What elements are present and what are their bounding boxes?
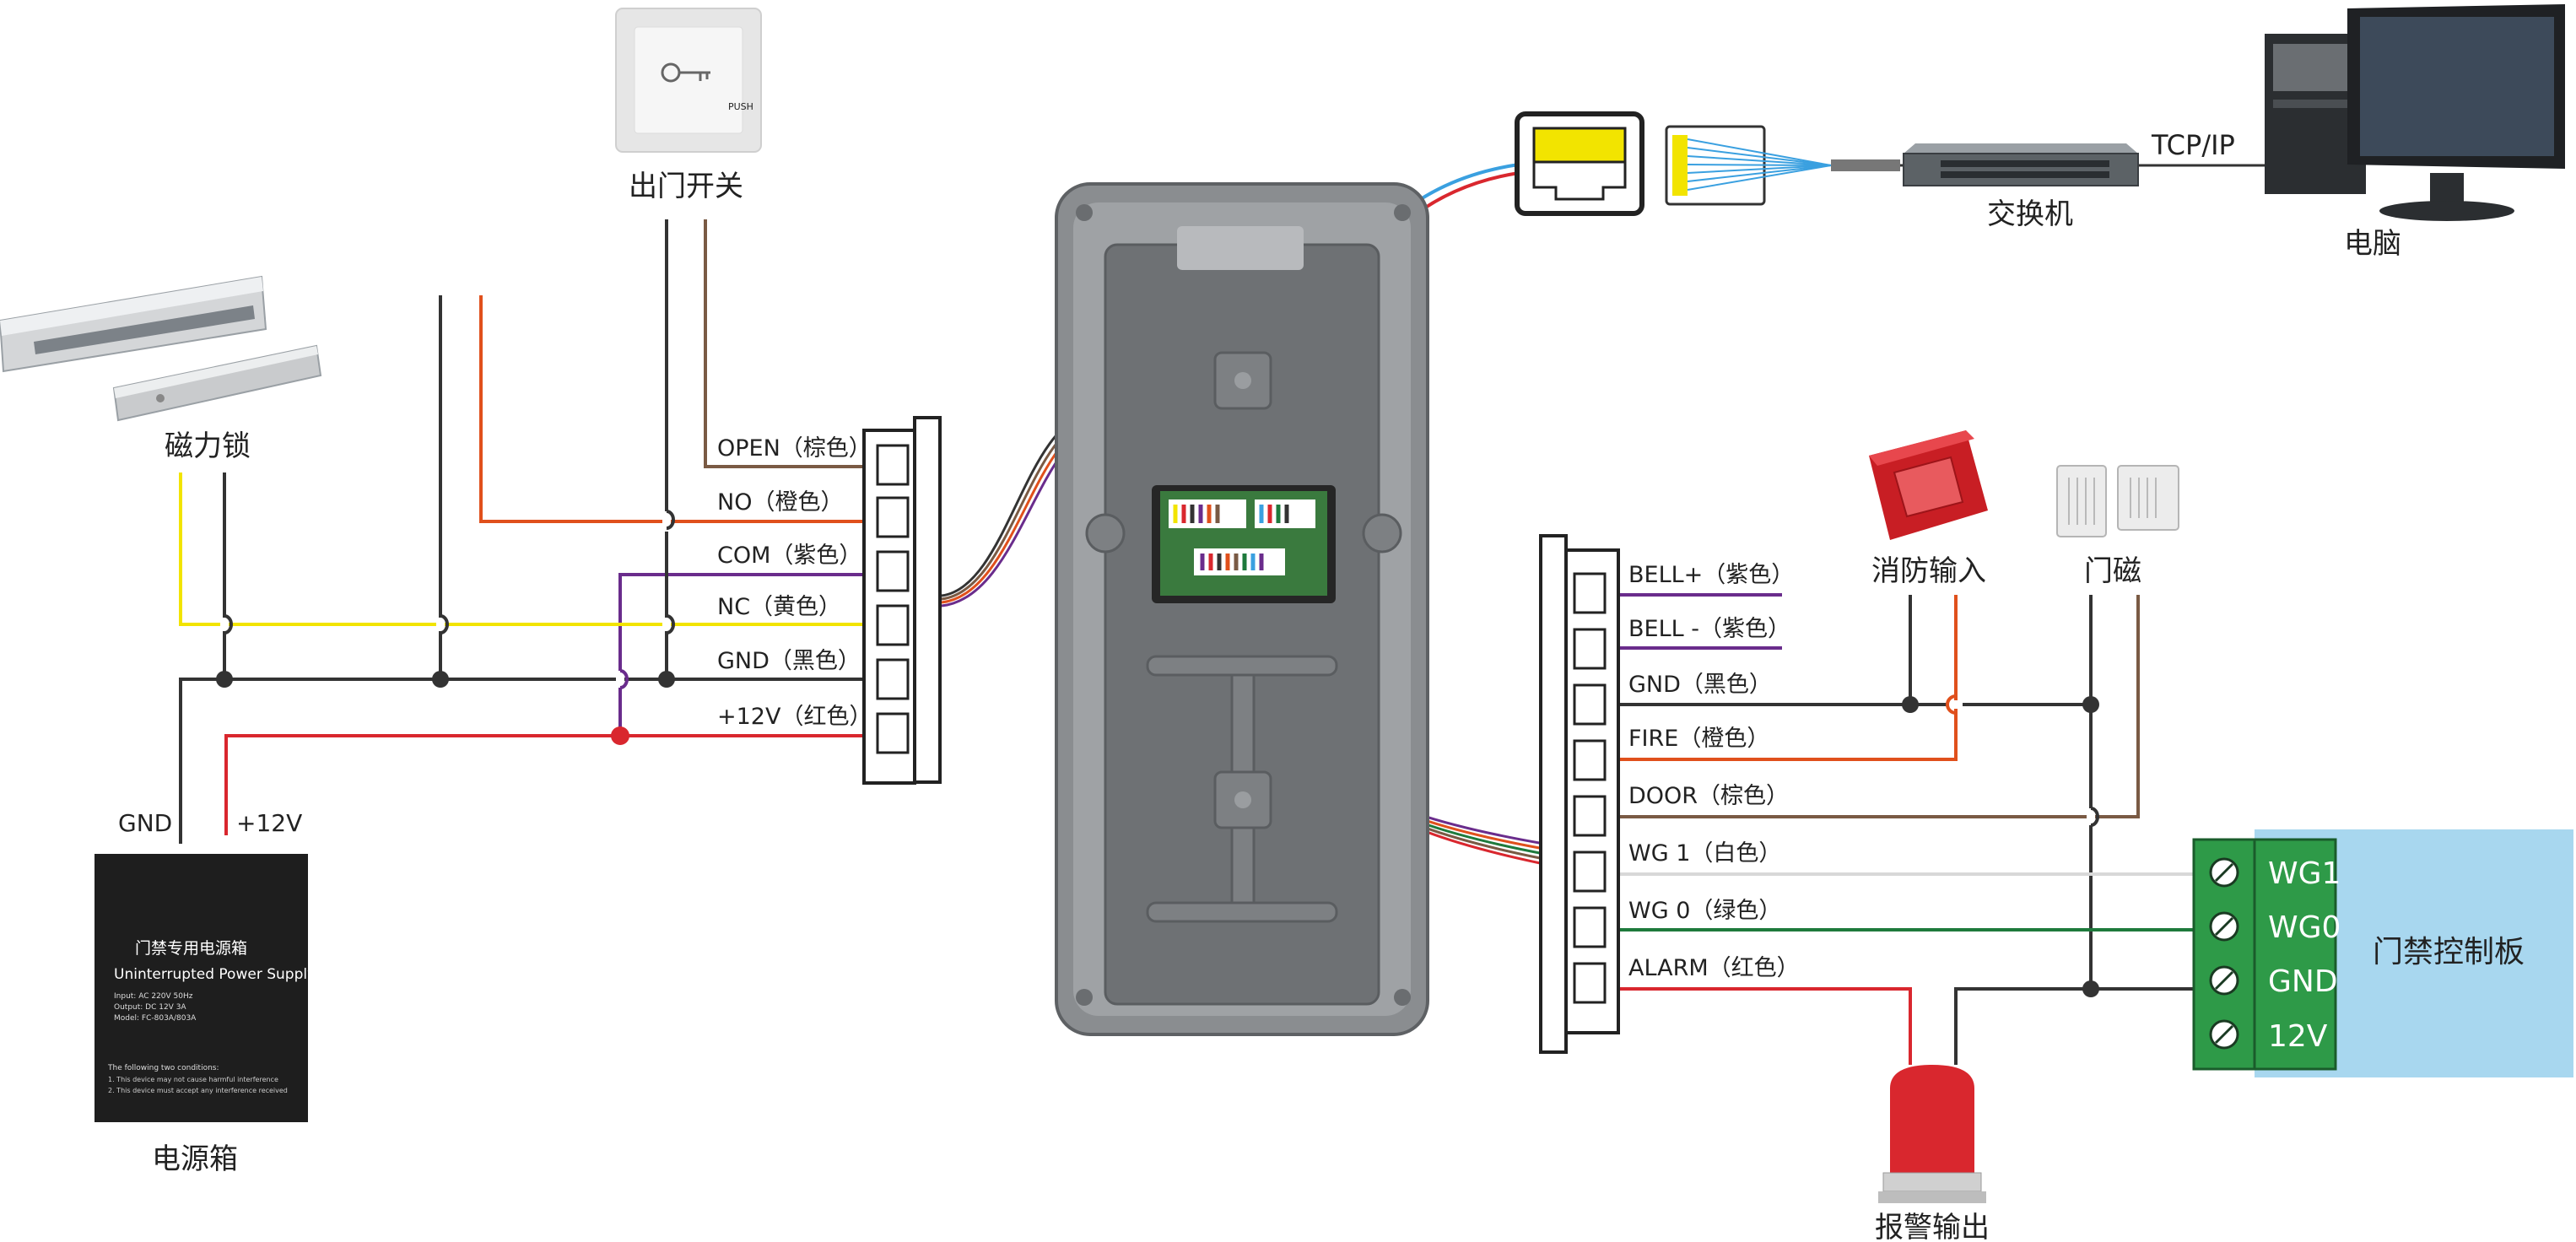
wire-no (479, 295, 867, 523)
control-board-label: 门禁控制板 (2373, 935, 2525, 969)
exit-switch: PUSH (615, 8, 762, 153)
push-label: PUSH (728, 101, 753, 112)
fire-input-label: 消防输入 (1871, 554, 1986, 588)
terminal-bell-plus: BELL+（紫色） (1628, 562, 1794, 588)
psu-note-2: 2. This device must accept any interfere… (108, 1087, 288, 1094)
terminal-12v: +12V（红色） (717, 704, 872, 730)
terminal-fire: FIRE（橙色） (1628, 726, 1769, 752)
psu-gnd-label: GND (118, 809, 172, 837)
switch-label: 交换机 (1987, 197, 2073, 231)
board-terminal-wg0: WG0 (2268, 910, 2341, 945)
wire-door (1618, 595, 2140, 818)
rj45-plug (1665, 125, 1900, 206)
board-terminal-wg1: WG1 (2268, 856, 2341, 891)
wire-gnd-left (179, 678, 867, 844)
door-sensor (2056, 465, 2179, 537)
wire-fire (1618, 595, 1958, 761)
terminal-wg0: WG 0（绿色） (1628, 898, 1781, 924)
junctions (216, 671, 2099, 997)
wire-open (704, 219, 867, 468)
psu-note-title: The following two conditions: (107, 1064, 219, 1072)
right-terminal-block (1539, 534, 1620, 1054)
reader-device-back (1055, 182, 1429, 1036)
power-box-label: 电源箱 (152, 1142, 238, 1176)
psu-spec-input: Input: AC 220V 50Hz (114, 992, 193, 1001)
mag-lock (0, 275, 322, 422)
psu-title-en: Uninterrupted Power Supply (114, 966, 316, 983)
board-terminal-12v: 12V (2268, 1019, 2328, 1054)
power-box: 门禁专用电源箱 Uninterrupted Power Supply Input… (95, 854, 316, 1122)
psu-12v-label: +12V (236, 809, 302, 837)
computer-label: 电脑 (2344, 227, 2401, 261)
alarm-output-label: 报警输出 (1875, 1211, 1990, 1242)
terminal-gnd: GND（黑色） (717, 648, 861, 674)
psu-note-1: 1. This device may not cause harmful int… (108, 1076, 278, 1083)
wire-alarm (1618, 987, 1912, 1065)
door-sensor-label: 门磁 (2084, 554, 2141, 588)
terminal-open: OPEN（棕色） (717, 435, 872, 462)
key-icon (661, 62, 710, 83)
wire-alarm-gnd (1954, 987, 2194, 1065)
terminal-no: NO（橙色） (717, 489, 843, 516)
psu-title-cn: 门禁专用电源箱 (135, 939, 247, 958)
terminal-nc: NC（黄色） (717, 594, 841, 620)
network-switch (1903, 143, 2139, 186)
wire-12v (224, 734, 867, 835)
alarm-siren (1878, 1065, 1986, 1203)
terminal-gnd-right: GND（黑色） (1628, 672, 1772, 698)
terminal-alarm: ALARM（红色） (1628, 955, 1800, 981)
tcp-ip-label: TCP/IP (2151, 129, 2235, 161)
rj45-port (1515, 111, 1644, 216)
terminal-com: COM（紫色） (717, 543, 861, 569)
wire-nc (179, 472, 867, 626)
computer (2265, 4, 2565, 221)
terminal-wg1: WG 1（白色） (1628, 840, 1781, 867)
control-board (2192, 829, 2573, 1077)
fire-button (1869, 430, 1988, 540)
terminal-door: DOOR（棕色） (1628, 783, 1789, 809)
exit-switch-label: 出门开关 (629, 170, 743, 203)
board-terminal-gnd: GND (2268, 964, 2338, 999)
psu-spec-output: Output: DC 12V 3A (114, 1003, 186, 1012)
left-terminal-block (862, 416, 942, 785)
terminal-bell-minus: BELL -（紫色） (1628, 616, 1790, 642)
mag-lock-label: 磁力锁 (165, 429, 251, 463)
psu-spec-model: Model: FC-803A/803A (114, 1014, 197, 1023)
screw-terminals (2209, 857, 2239, 1050)
